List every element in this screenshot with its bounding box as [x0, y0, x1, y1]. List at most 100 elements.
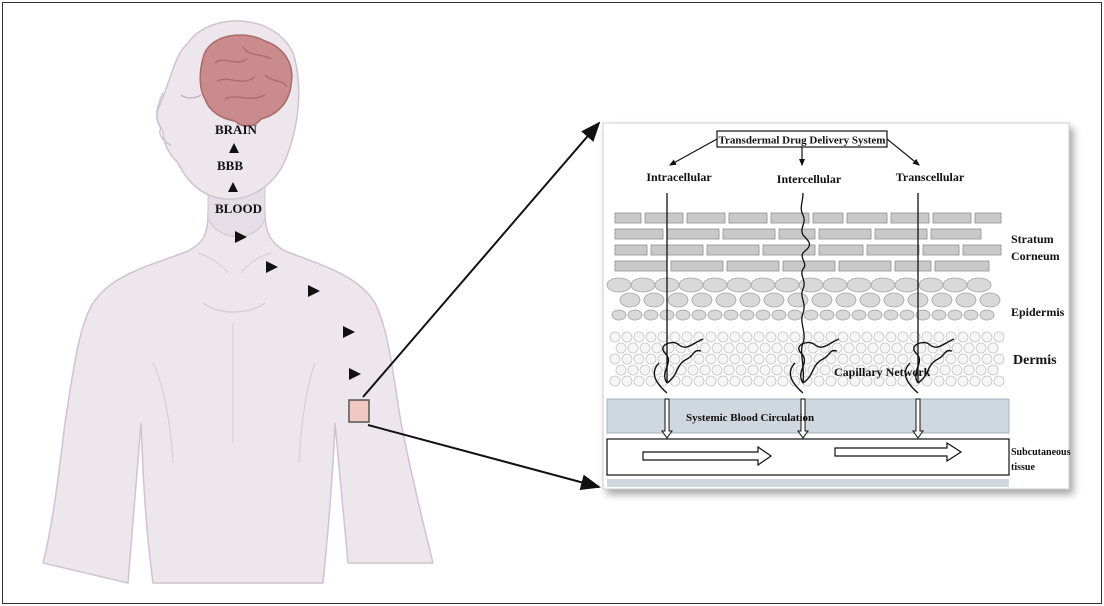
- dermis-cell: [970, 354, 980, 364]
- epidermis-cell: [607, 278, 631, 292]
- pathway-transcellular: Transcellular: [896, 170, 965, 184]
- epidermis-cell: [692, 293, 712, 307]
- dermis-cell: [868, 343, 878, 353]
- dermis-cell: [652, 343, 662, 353]
- dermis-cell: [922, 332, 932, 342]
- human-body: [43, 21, 433, 583]
- dermis-cell: [982, 354, 992, 364]
- dermis-cell: [880, 343, 890, 353]
- dermis-cell: [712, 365, 722, 375]
- dermis-cell: [634, 376, 644, 386]
- dermis-cell: [772, 343, 782, 353]
- dermis-cell: [844, 343, 854, 353]
- epidermis-cell: [788, 310, 802, 320]
- epidermis-cell: [948, 310, 962, 320]
- dermis-cell: [646, 332, 656, 342]
- epidermis-cell: [775, 278, 799, 292]
- dermis-cell: [694, 376, 704, 386]
- dermis-cell: [946, 376, 956, 386]
- transdermal-patch: [349, 400, 369, 422]
- dermis-cell: [628, 343, 638, 353]
- dermis-cell: [850, 354, 860, 364]
- epidermis-cell: [751, 278, 775, 292]
- dermis-cell: [982, 332, 992, 342]
- epidermis-cell: [871, 278, 895, 292]
- dermis-cell: [754, 376, 764, 386]
- dermis-cell: [742, 354, 752, 364]
- dermis-cell: [718, 376, 728, 386]
- dermis-cell: [790, 332, 800, 342]
- dermis-cell: [970, 332, 980, 342]
- epidermis-cell: [716, 293, 736, 307]
- systemic-circulation-label: Systemic Blood Circulation: [686, 412, 814, 424]
- dermis-cell: [766, 354, 776, 364]
- dermis-cell: [952, 365, 962, 375]
- dermis-cell: [616, 365, 626, 375]
- epidermis-cell: [980, 293, 1000, 307]
- dermis-cell: [700, 365, 710, 375]
- epidermis-cell: [772, 310, 786, 320]
- dermis-cell: [958, 376, 968, 386]
- body-silhouette: [43, 213, 433, 583]
- dermis-cell: [934, 376, 944, 386]
- dermis-cell: [730, 376, 740, 386]
- dermis-cell: [976, 365, 986, 375]
- epidermis-cell: [764, 293, 784, 307]
- layer-subcutaneous-label-1: Subcutaneous: [1011, 447, 1071, 458]
- dermis-cell: [874, 354, 884, 364]
- label-brain: BRAIN: [215, 122, 258, 137]
- dermis-cell: [682, 332, 692, 342]
- epidermis-cell: [860, 293, 880, 307]
- dermis-cell: [898, 332, 908, 342]
- dermis-cell: [670, 332, 680, 342]
- epidermis-cell: [812, 293, 832, 307]
- epidermis-cell: [852, 310, 866, 320]
- dermis-cell: [862, 332, 872, 342]
- dermis-cell: [778, 376, 788, 386]
- epidermis-cell: [956, 293, 976, 307]
- dermis-cell: [988, 365, 998, 375]
- dermis-cell: [760, 343, 770, 353]
- dermis-cell: [892, 343, 902, 353]
- dermis-cell: [646, 354, 656, 364]
- dermis-cell: [640, 343, 650, 353]
- epidermis-cell: [724, 310, 738, 320]
- dermis-cell: [616, 343, 626, 353]
- dermis-cell: [748, 343, 758, 353]
- dermis-cell: [742, 376, 752, 386]
- dermis-cell: [622, 354, 632, 364]
- epidermis-cell: [727, 278, 751, 292]
- epidermis-cell: [644, 293, 664, 307]
- dermis-cell: [994, 332, 1004, 342]
- dermis-cell: [820, 365, 830, 375]
- epidermis-cell: [919, 278, 943, 292]
- epidermis-cell: [740, 293, 760, 307]
- dermis-cell: [874, 332, 884, 342]
- dermis-cell: [994, 376, 1004, 386]
- epidermis-cell: [980, 310, 994, 320]
- dermis-cell: [946, 354, 956, 364]
- dermis-cell: [748, 365, 758, 375]
- epidermis-cell: [895, 278, 919, 292]
- dermis-cell: [994, 354, 1004, 364]
- dermis-cell: [622, 332, 632, 342]
- dermis-cell: [706, 332, 716, 342]
- dermis-cell: [976, 343, 986, 353]
- dermis-cell: [850, 332, 860, 342]
- dermis-cell: [952, 343, 962, 353]
- epidermis-cell: [932, 310, 946, 320]
- dermis-cell: [706, 376, 716, 386]
- dermis-cell: [784, 343, 794, 353]
- epidermis-cell: [631, 278, 655, 292]
- dermis-cell: [634, 354, 644, 364]
- dermis-cell: [724, 343, 734, 353]
- dermis-cell: [706, 354, 716, 364]
- dermis-cell: [814, 332, 824, 342]
- panel-title: Transdermal Drug Delivery System: [719, 135, 886, 147]
- pathway-intracellular: Intracellular: [646, 170, 712, 184]
- capillary-network-label: Capillary Network: [834, 365, 931, 379]
- dermis-cell: [958, 332, 968, 342]
- skin-panel: Transdermal Drug Delivery System Intrace…: [603, 123, 1071, 489]
- diagram-canvas: BRAIN BBB BLOOD: [3, 3, 1101, 603]
- dermis-cell: [634, 332, 644, 342]
